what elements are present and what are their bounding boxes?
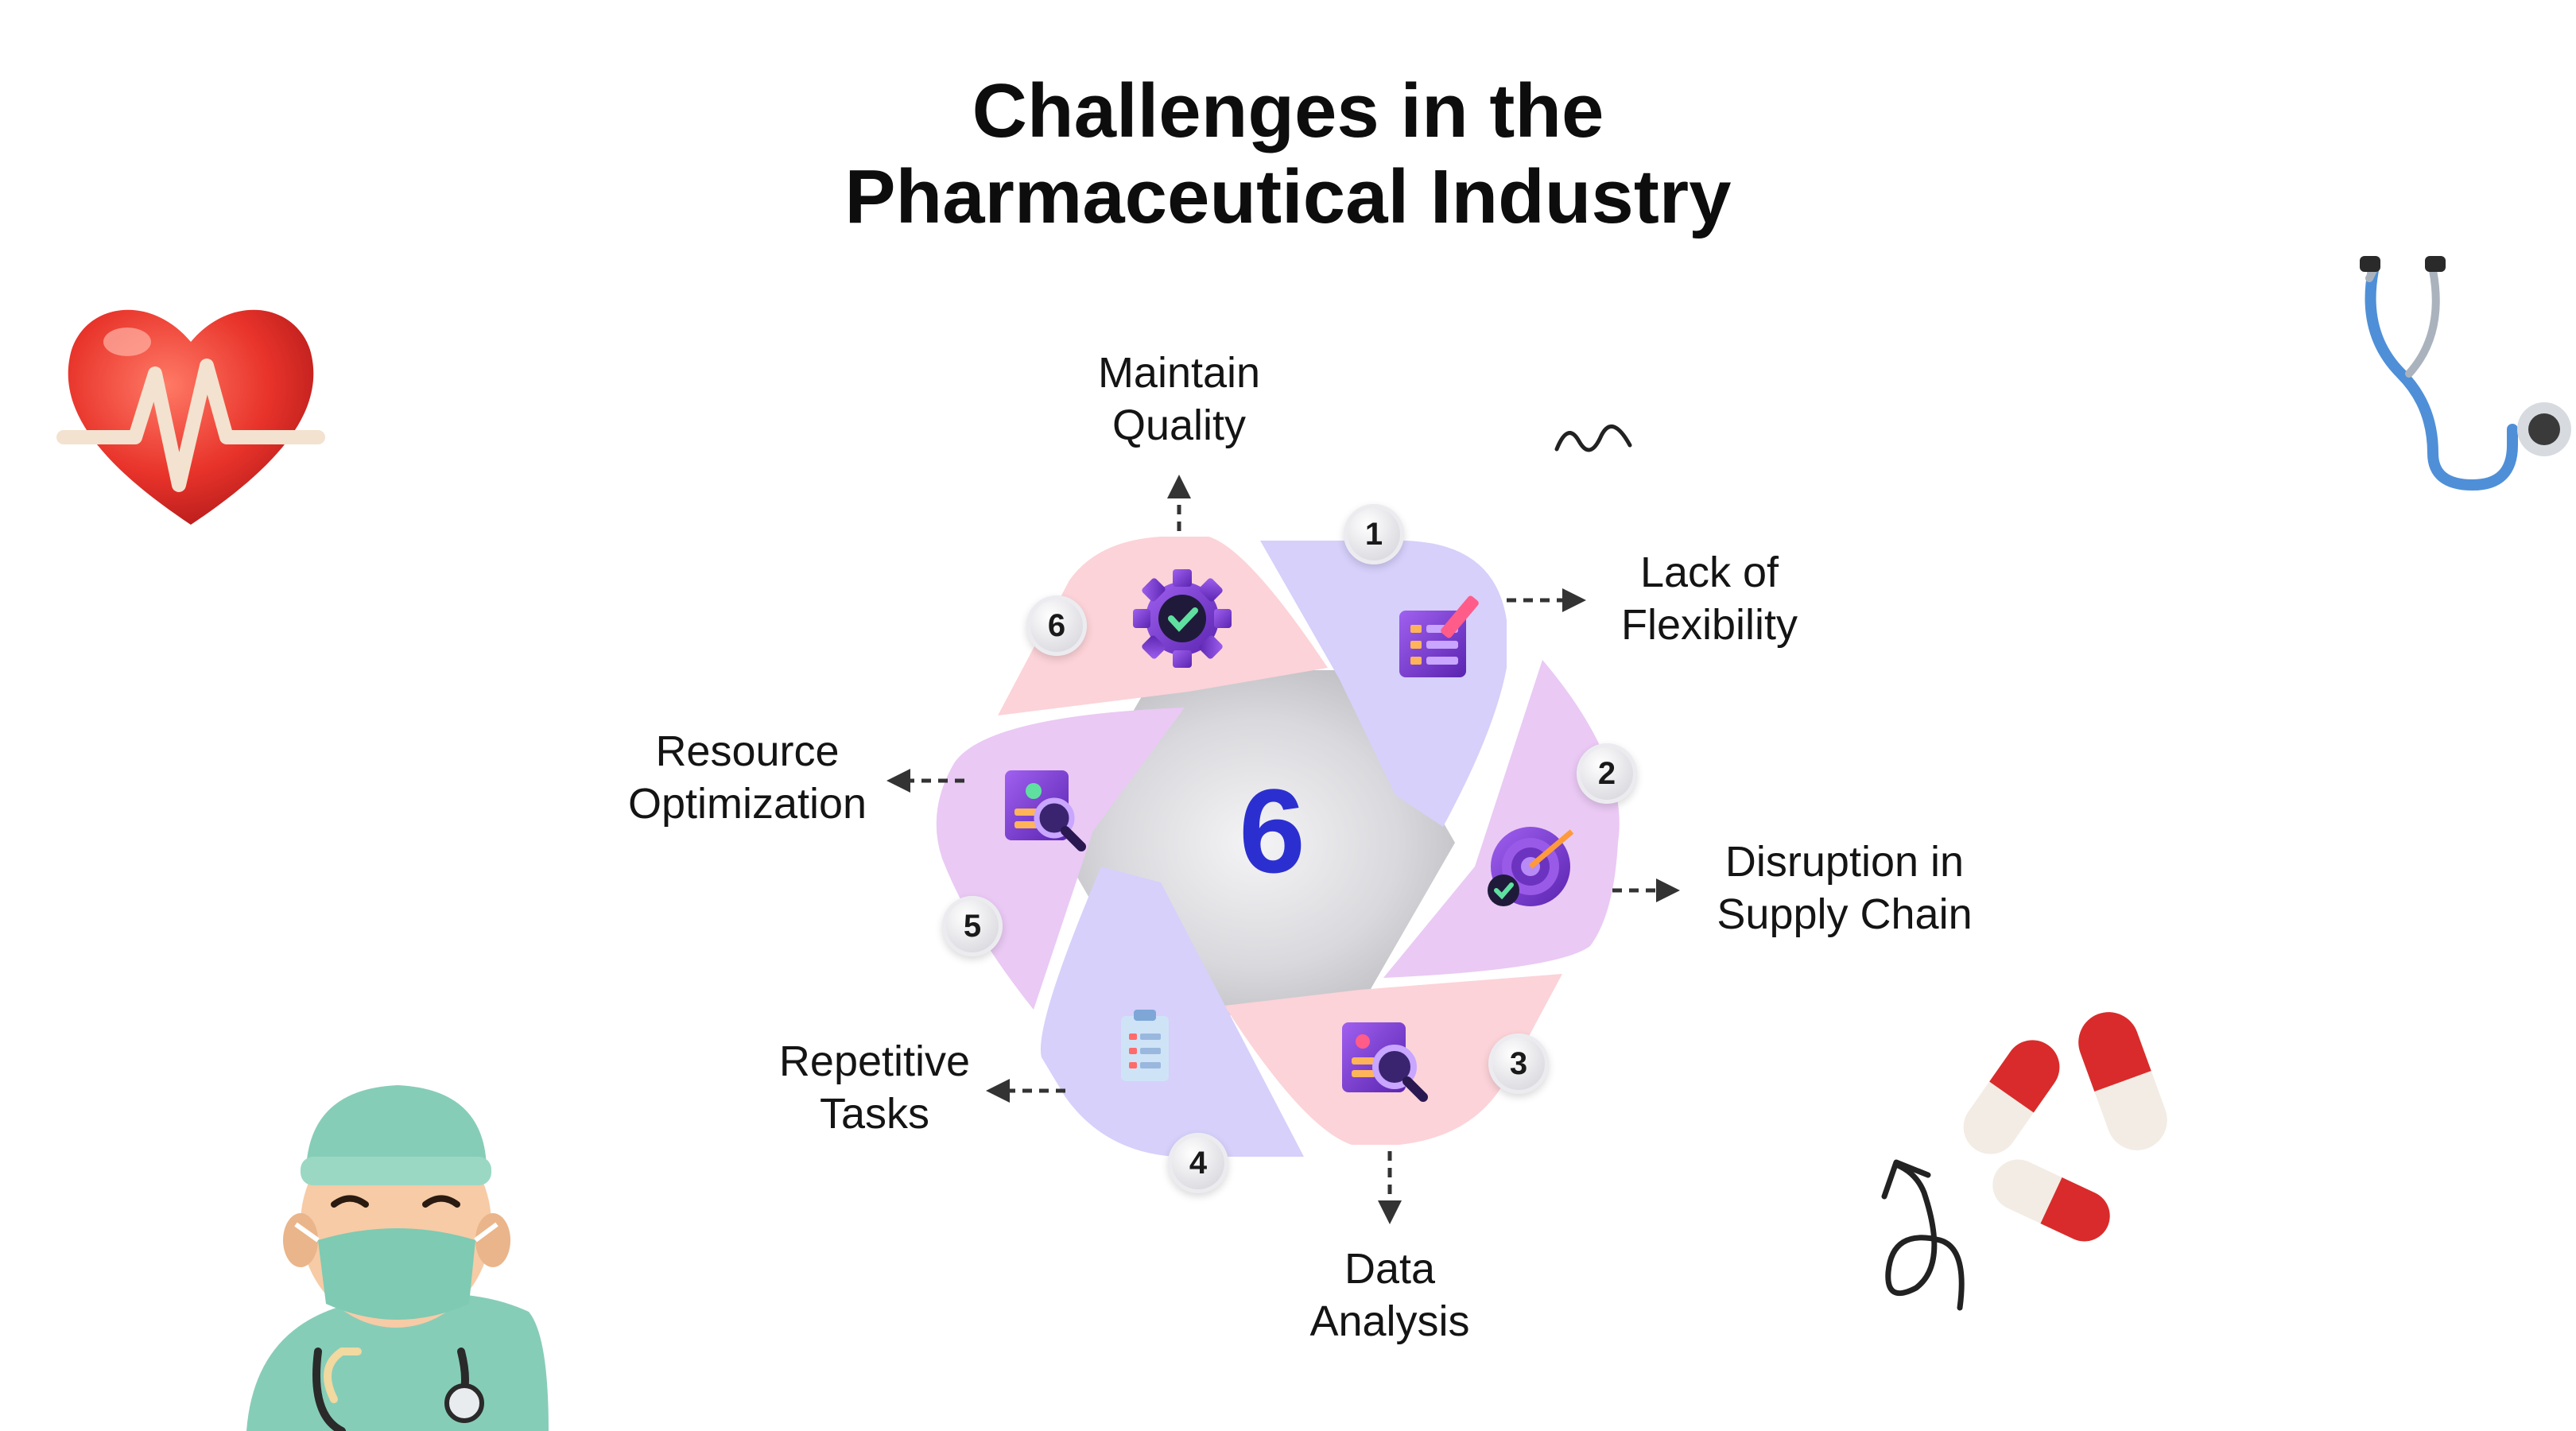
title-line-2: Pharmaceutical Industry — [844, 154, 1732, 239]
step-6-label: Maintain Quality — [1097, 349, 1261, 449]
heartbeat-heart-icon — [56, 309, 325, 525]
step-1-badge: 1 — [1344, 504, 1404, 564]
clipboard-icon — [1121, 1010, 1169, 1081]
step-4-badge: 4 — [1168, 1133, 1228, 1193]
page-title: Challenges in the Pharmaceutical Industr… — [0, 68, 2576, 240]
step-6-badge: 6 — [1026, 595, 1087, 656]
squiggle-line-icon — [1554, 425, 1632, 452]
petal-4 — [1040, 867, 1304, 1157]
step-5-badge: 5 — [942, 896, 1003, 956]
petal-2 — [1383, 660, 1620, 978]
title-line-1: Challenges in the — [972, 68, 1604, 153]
step-3-badge: 3 — [1488, 1034, 1549, 1094]
document-magnifier-icon — [1342, 1022, 1428, 1102]
gear-check-icon — [1133, 569, 1232, 668]
step-2-label: Disruption in Supply Chain — [1717, 838, 1973, 938]
step-1-label: Lack of Flexibility — [1620, 549, 1798, 649]
capsule-pills-icon — [1963, 1012, 2167, 1242]
step-3-label: Data Analysis — [1309, 1245, 1470, 1345]
step-2-badge: 2 — [1577, 743, 1637, 804]
checklist-pencil-icon — [1399, 595, 1479, 677]
target-arrow-icon — [1488, 827, 1574, 906]
step-5-label: Resource Optimization — [627, 727, 867, 828]
document-chart-magnifier-icon — [1005, 770, 1086, 851]
step-4-label: Repetitive Tasks — [778, 1037, 971, 1138]
stethoscope-icon — [2360, 256, 2571, 491]
doctor-avatar-icon — [246, 1085, 549, 1431]
loop-arrow-icon — [1881, 1159, 1965, 1311]
center-number: 6 — [1239, 764, 1305, 898]
